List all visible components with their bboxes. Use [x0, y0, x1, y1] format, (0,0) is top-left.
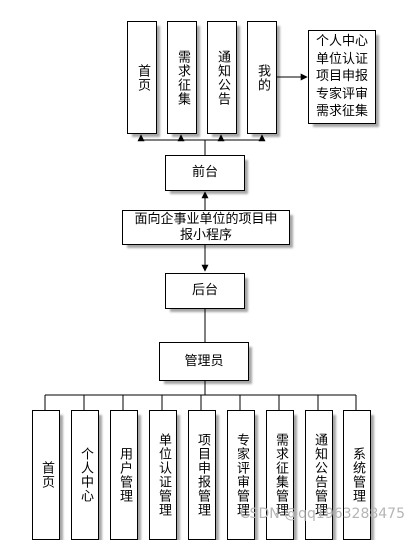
node-notice: 通知公告 [207, 21, 237, 134]
admin-node-expert-review: 专家评审管理 [227, 410, 255, 540]
node-app-title: 面向企事业单位的项目申报小程序 [122, 210, 290, 245]
node-mine: 我的 [247, 21, 277, 134]
node-admin: 管理员 [159, 342, 249, 381]
admin-node-personal-center: 个人中心 [71, 410, 99, 540]
node-home: 首页 [127, 21, 157, 134]
admin-node-project-application: 项目申报管理 [188, 410, 216, 540]
admin-node-demand-collection: 需求征集管理 [266, 410, 294, 540]
admin-node-home: 首页 [32, 410, 60, 540]
node-demand-collection: 需求征集 [167, 21, 197, 134]
node-backend: 后台 [165, 273, 245, 309]
admin-node-notice: 通知公告管理 [305, 410, 333, 540]
admin-node-unit-certification: 单位认证管理 [149, 410, 177, 540]
admin-node-user-management: 用户管理 [110, 410, 138, 540]
admin-node-system-management: 系统管理 [343, 410, 371, 540]
watermark: CSDN @qq1963288475 [239, 506, 405, 522]
node-mine-details: 个人中心单位认证项目申报专家评审需求征集 [308, 30, 376, 124]
node-frontend: 前台 [165, 155, 245, 191]
